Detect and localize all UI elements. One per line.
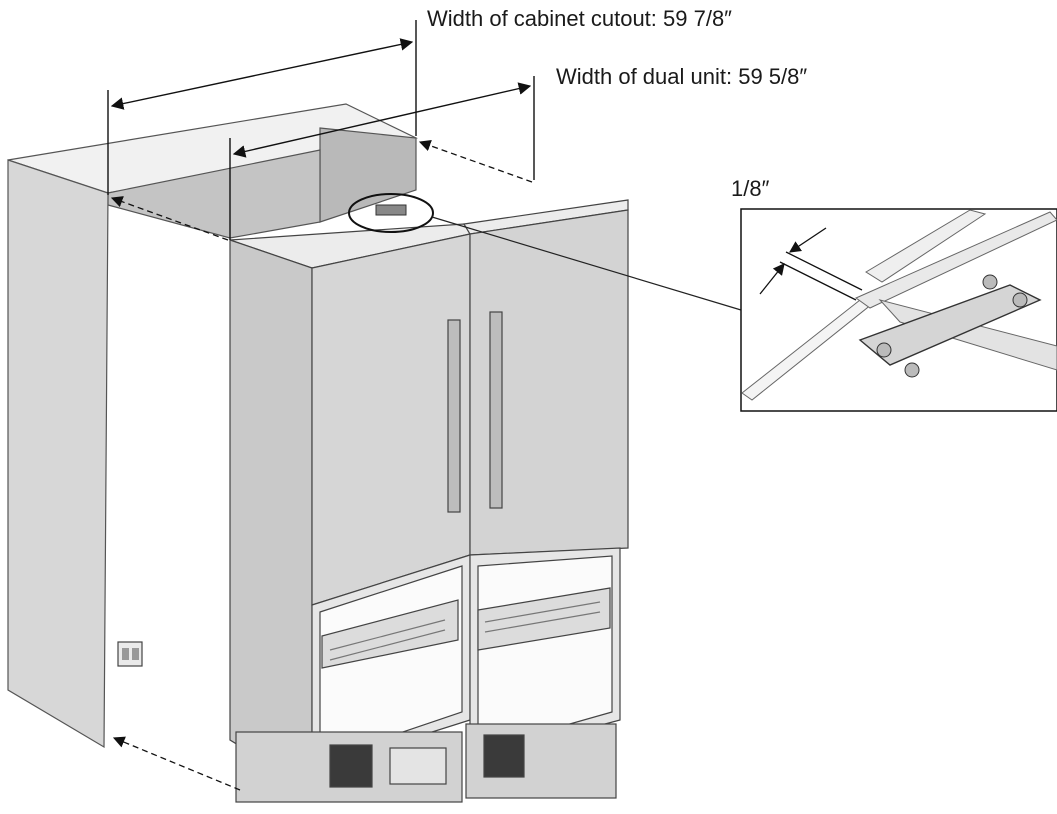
bracket-highlight-circle	[348, 193, 434, 233]
outlet-socket-2	[132, 648, 139, 660]
right-unit	[463, 199, 629, 799]
joining-bracket	[858, 284, 1042, 366]
left-unit	[229, 223, 471, 803]
dual-unit-width-label: Width of dual unit: 59 5/8″	[556, 64, 808, 89]
right-unit-compressor	[483, 734, 525, 778]
left-unit-side	[229, 239, 313, 792]
left-unit-handle	[447, 319, 461, 513]
gap-arrow-top	[789, 227, 827, 253]
detail-leader-line	[431, 216, 742, 311]
cabinet-left-side	[7, 159, 109, 749]
dual-unit-width-arrow	[232, 82, 532, 158]
dual-unit-dimension	[229, 76, 535, 240]
outlet-socket-1	[122, 648, 129, 660]
detail-inset	[740, 208, 1057, 412]
right-unit-drawer-basket	[477, 587, 611, 651]
left-unit-door	[311, 233, 471, 606]
right-unit-handle	[489, 311, 503, 509]
cutout-width-arrow	[110, 38, 414, 110]
insertion-arrows	[110, 140, 533, 791]
left-unit-compressor	[329, 744, 373, 788]
gap-measurement-label: 1/8″	[731, 176, 770, 201]
right-unit-door	[469, 209, 629, 556]
cabinet-cutout-width-label: Width of cabinet cutout: 59 7/8″	[427, 6, 732, 31]
gap-arrow-bottom	[759, 263, 785, 295]
